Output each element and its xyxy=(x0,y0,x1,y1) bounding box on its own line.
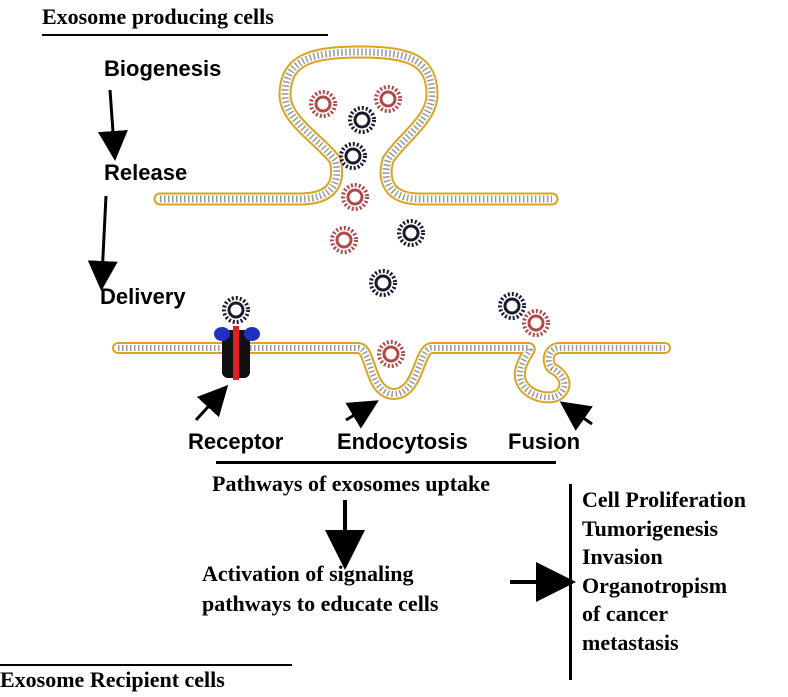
exosome-vesicle xyxy=(332,228,356,252)
arrow-release-delivery xyxy=(102,196,106,276)
pointer-arrows xyxy=(196,396,592,424)
exosome-vesicle xyxy=(524,311,548,335)
exosome-vesicle xyxy=(224,298,248,322)
exosome-vesicle xyxy=(379,342,403,366)
arrow-receptor xyxy=(196,396,218,420)
arrow-endocytosis xyxy=(346,408,366,420)
exosome-vesicle xyxy=(343,185,367,209)
exosome-vesicles xyxy=(224,87,548,366)
exosome-vesicle xyxy=(341,144,365,168)
exosome-vesicle xyxy=(500,294,524,318)
flow-arrows xyxy=(102,90,114,276)
exosome-vesicle xyxy=(350,108,374,132)
exosome-vesicle xyxy=(399,221,423,245)
exosome-vesicle xyxy=(371,271,395,295)
exosome-vesicle xyxy=(376,87,400,111)
exosome-vesicle xyxy=(311,92,335,116)
arrow-fusion xyxy=(572,410,592,424)
arrow-biogenesis-release xyxy=(110,90,114,146)
